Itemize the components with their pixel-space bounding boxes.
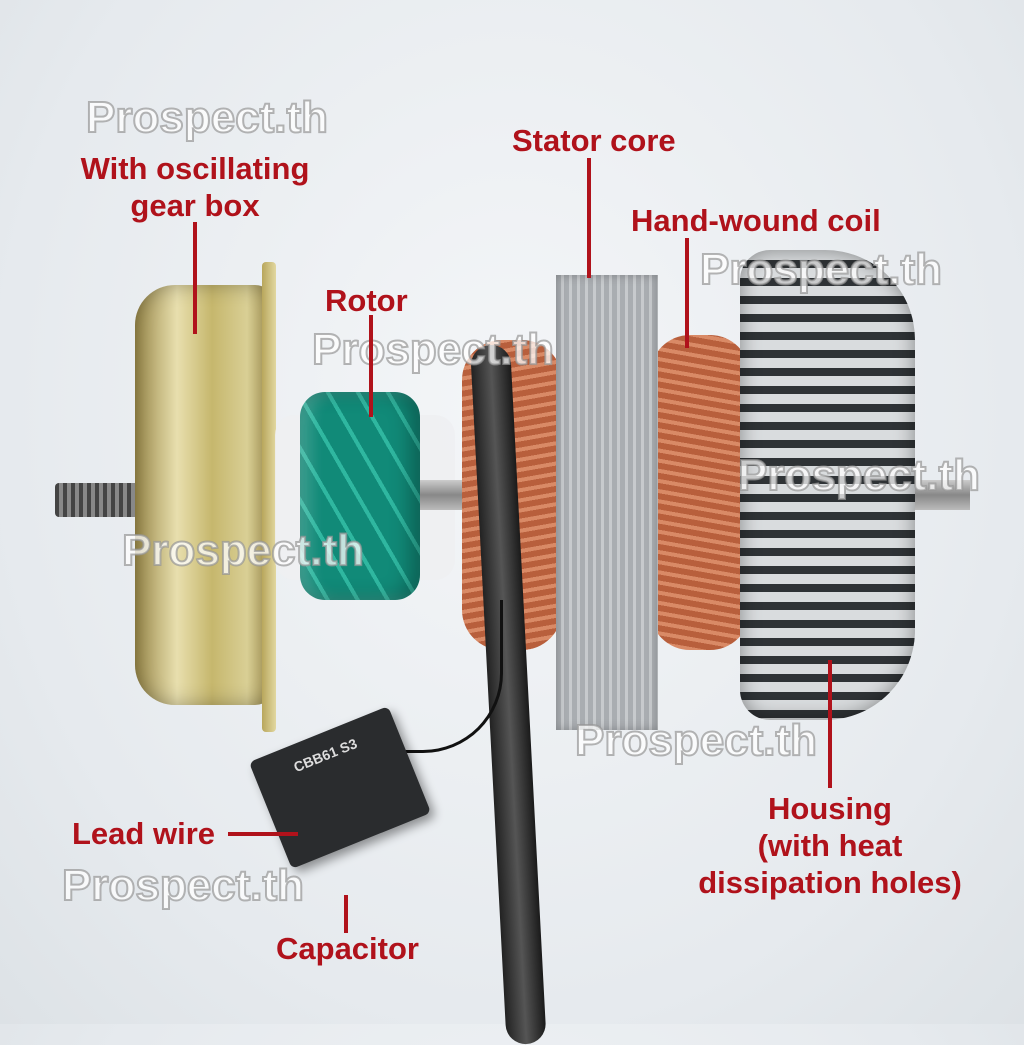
- gearbox-housing: [135, 285, 275, 705]
- leader-line-rotor: [369, 315, 373, 417]
- leader-line-capacitor: [344, 895, 348, 933]
- watermark: Prospect.th: [574, 716, 818, 766]
- label-rotor: Rotor: [325, 283, 408, 318]
- watermark: Prospect.th: [85, 93, 329, 143]
- leader-line-gearbox: [193, 222, 197, 334]
- watermark: Prospect.th: [699, 245, 943, 295]
- label-stator: Stator core: [512, 123, 676, 158]
- label-housing-line3: dissipation holes): [698, 865, 962, 900]
- stator-core: [556, 275, 658, 730]
- watermark: Prospect.th: [311, 325, 555, 375]
- leader-line-housing: [828, 660, 832, 788]
- leader-line-coil: [685, 238, 689, 348]
- leader-line-lead-wire: [228, 832, 298, 836]
- leader-line-stator: [587, 158, 591, 278]
- watermark: Prospect.th: [61, 861, 305, 911]
- gearbox-flange: [262, 262, 276, 732]
- coil-right: [650, 335, 750, 650]
- watermark: Prospect.th: [121, 526, 365, 576]
- label-gearbox-line2: gear box: [130, 188, 260, 223]
- label-gearbox: With oscillating gear box: [50, 150, 340, 224]
- label-coil: Hand-wound coil: [631, 203, 881, 238]
- label-lead-wire: Lead wire: [72, 816, 215, 851]
- watermark: Prospect.th: [737, 451, 981, 501]
- gearbox-shaft-screw: [55, 483, 145, 517]
- label-capacitor: Capacitor: [276, 931, 419, 966]
- label-housing: Housing (with heat dissipation holes): [680, 790, 980, 901]
- label-housing-line1: Housing: [768, 791, 892, 826]
- housing: [740, 250, 915, 720]
- rotor: [300, 392, 420, 600]
- label-gearbox-line1: With oscillating: [80, 151, 310, 186]
- label-housing-line2: (with heat: [757, 828, 903, 863]
